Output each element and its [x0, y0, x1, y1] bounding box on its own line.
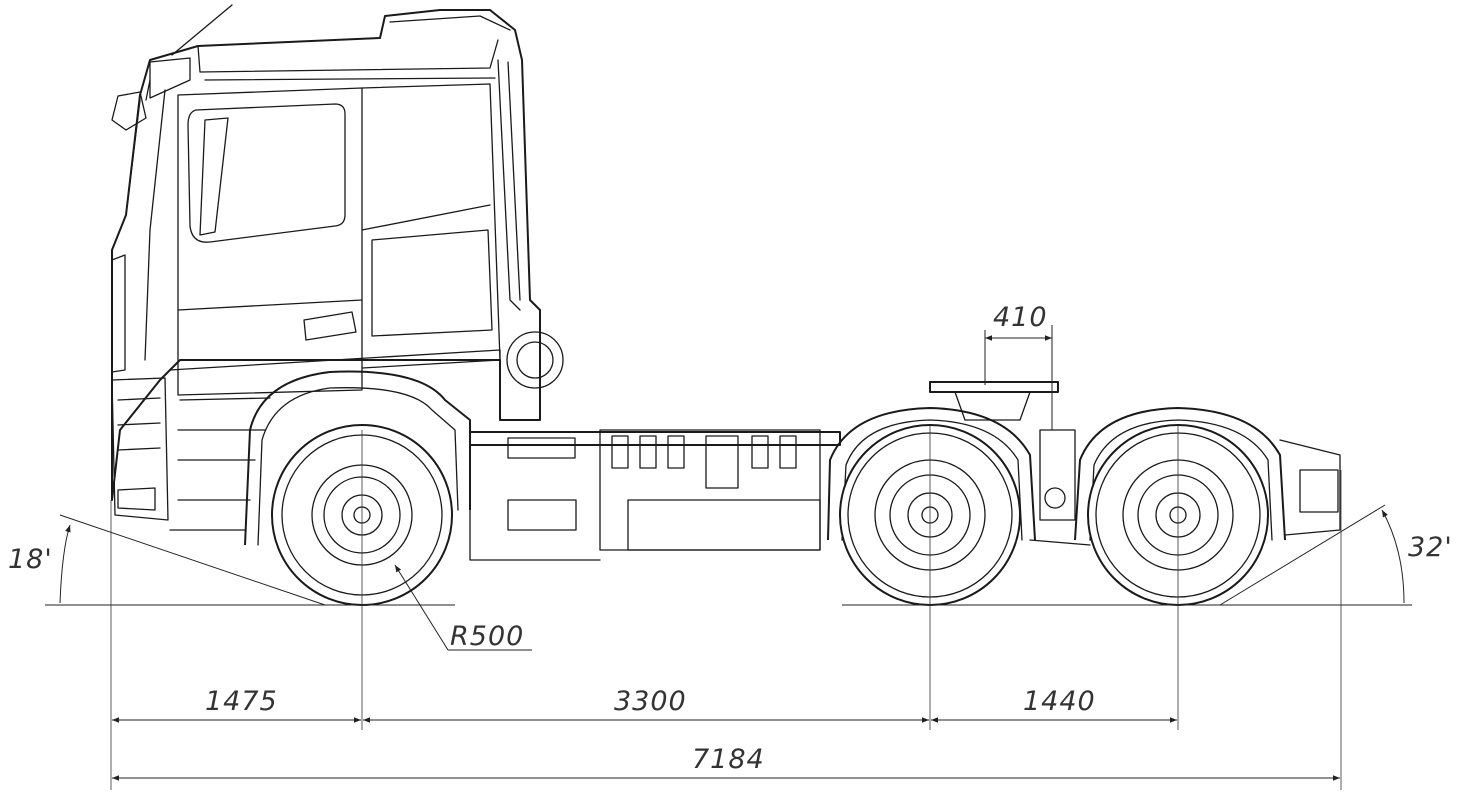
- fuel-tank: [627, 499, 821, 551]
- approach-angle-label: 18': [8, 544, 53, 575]
- wheel-radius-callout: R500: [394, 564, 532, 652]
- side-mirror: [149, 57, 191, 99]
- cab-outline: [111, 9, 541, 501]
- overall-length-label: 7184: [692, 744, 765, 775]
- door-window: [187, 103, 346, 243]
- fifth-wheel-dimension: 410: [984, 302, 1053, 430]
- dimension-chain: 1475 3300 1440 7184: [112, 686, 1340, 781]
- approach-angle: 18': [8, 524, 71, 604]
- chassis-frame: [469, 431, 841, 446]
- rear-fender-2: [1074, 407, 1286, 541]
- fifth-wheel-offset-label: 410: [993, 302, 1048, 333]
- cab-door: [177, 87, 363, 396]
- rear-bumper: [1279, 439, 1341, 536]
- truck-tractor: [111, 4, 1341, 561]
- fifth-wheel: [929, 381, 1059, 393]
- ground-lines: [45, 504, 1412, 606]
- wheelbase-label: 3300: [614, 686, 687, 717]
- front-wheel-arch: [244, 370, 471, 546]
- departure-angle-label: 32': [1408, 532, 1453, 563]
- front-overhang-label: 1475: [205, 686, 278, 717]
- extension-lines: [110, 425, 1342, 790]
- front-bumper: [111, 377, 169, 521]
- wheel-radius-label: R500: [450, 621, 524, 652]
- door-handle: [303, 311, 357, 341]
- rear-fender-1: [827, 407, 1036, 541]
- departure-angle: 32': [1381, 509, 1453, 604]
- tandem-spacing-label: 1440: [1023, 686, 1096, 717]
- rear-cab-window: [371, 229, 493, 337]
